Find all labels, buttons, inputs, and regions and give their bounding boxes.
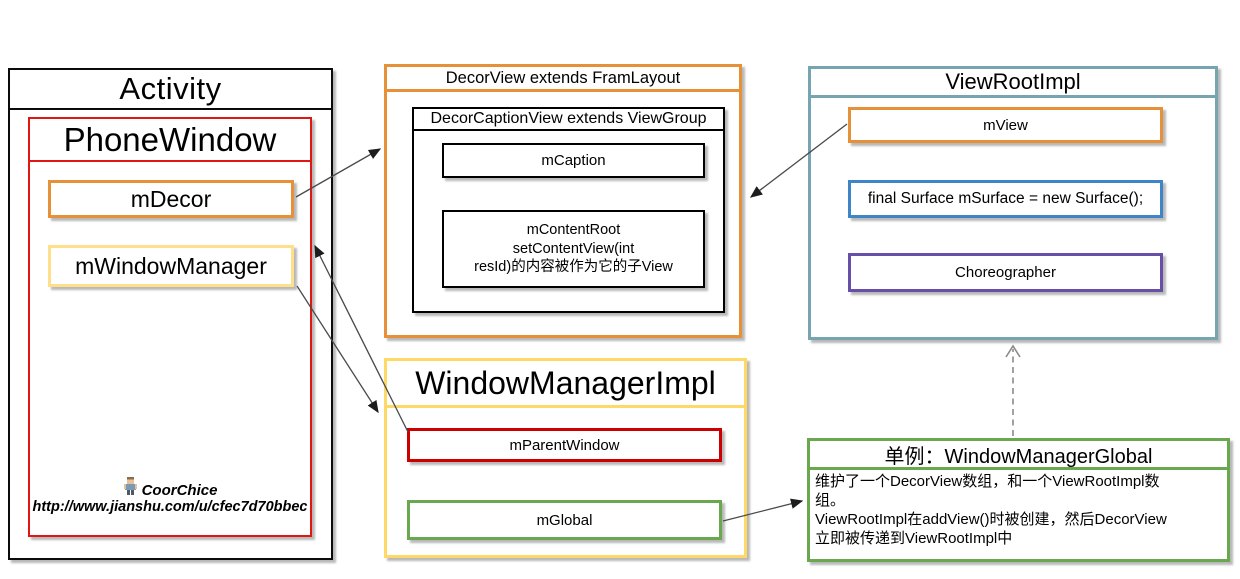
viewrootimpl-title: ViewRootImpl xyxy=(811,69,1215,98)
mglobal-field: mGlobal xyxy=(407,500,722,540)
mdecor-field: mDecor xyxy=(48,180,294,218)
mcontentroot-field: mContentRoot setContentView(int resId)的内… xyxy=(442,210,705,288)
windowmanagerglobal-box: 单例：WindowManagerGlobal 维护了一个DecorView数组，… xyxy=(807,438,1230,562)
mwindowmanager-field: mWindowManager xyxy=(48,245,294,287)
mcaption-field: mCaption xyxy=(442,143,705,178)
windowmanagerimpl-title: WindowManagerImpl xyxy=(387,361,744,408)
mcontentroot-line: mContentRoot xyxy=(526,221,621,238)
mparentwindow-field: mParentWindow xyxy=(407,428,722,462)
mcontentroot-line: resId)的内容被作为它的子View xyxy=(474,259,673,276)
phonewindow-title: PhoneWindow xyxy=(30,119,310,162)
msurface-field: final Surface mSurface = new Surface(); xyxy=(848,180,1163,218)
windowmanagerglobal-description: 维护了一个DecorView数组，和一个ViewRootImpl数 组。 Vie… xyxy=(815,473,1167,548)
mview-field: mView xyxy=(848,107,1163,143)
activity-title: Activity xyxy=(10,70,331,110)
mcontentroot-line: setContentView(int xyxy=(512,240,635,257)
windowmanagerglobal-title: 单例：WindowManagerGlobal xyxy=(810,441,1227,470)
decorcaptionview-title: DecorCaptionView extends ViewGroup xyxy=(414,109,723,131)
choreographer-field: Choreographer xyxy=(848,253,1163,292)
credit-url: http://www.jianshu.com/u/cfec7d70bbec xyxy=(32,499,308,516)
dashed-arrow-windowmanagerglobal-to-viewrootimpl xyxy=(1005,344,1021,436)
coorchice-avatar-icon xyxy=(123,477,138,499)
credit-name: CoorChice xyxy=(141,482,218,499)
credit: CoorChice http://www.jianshu.com/u/cfec7… xyxy=(30,477,310,516)
decorview-title: DecorView extends FramLayout xyxy=(387,67,739,92)
